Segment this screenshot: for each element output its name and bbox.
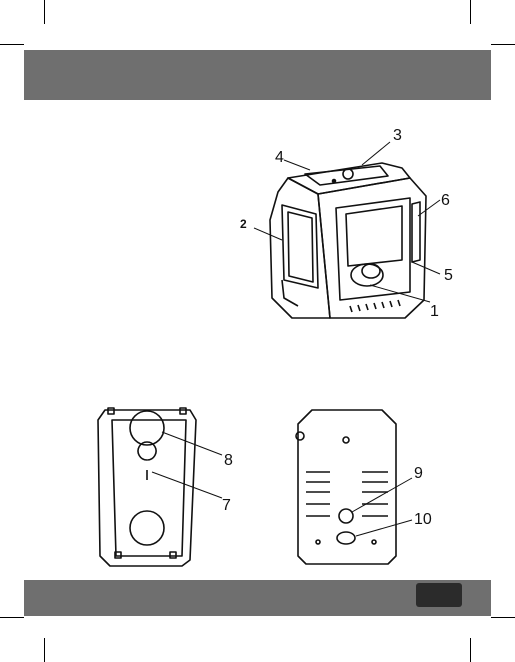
back-view <box>98 408 222 566</box>
device-left-side <box>270 178 330 318</box>
bottom-view <box>296 410 412 564</box>
callout-4: 4 <box>275 149 284 166</box>
callout-5: 5 <box>444 267 453 284</box>
indicator-dot <box>333 180 336 183</box>
callout-1: 1 <box>430 303 439 320</box>
callout-7: 7 <box>222 497 231 514</box>
tripod-mount <box>339 509 353 523</box>
callout-2: 2 <box>240 217 247 231</box>
side-slot <box>412 202 420 262</box>
battery-cover-screw <box>337 532 355 544</box>
callout-8: 8 <box>224 452 233 469</box>
magnet-top <box>130 411 164 445</box>
magnet-bottom <box>130 511 164 545</box>
top-button <box>343 169 353 179</box>
callout-9: 9 <box>414 465 423 482</box>
callout-10: 10 <box>414 511 432 528</box>
keyhole-slot <box>138 442 156 480</box>
page-number-badge <box>416 583 462 607</box>
callout-6: 6 <box>441 192 450 209</box>
callout-3: 3 <box>393 127 402 144</box>
